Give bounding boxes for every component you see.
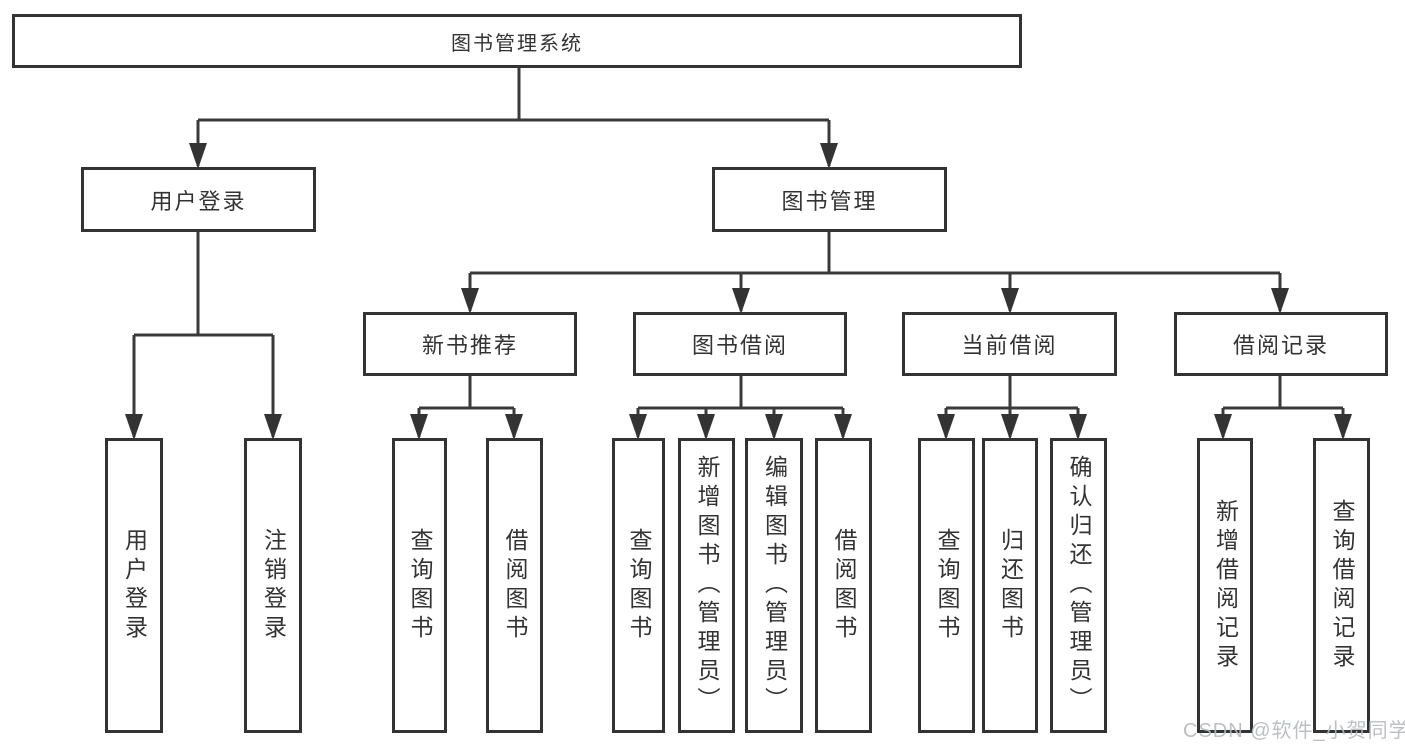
- node-user-login-label: 用户登录: [150, 188, 247, 214]
- leaf-query-books-recommend: 查询图书: [392, 438, 447, 733]
- leaf-return-book-label: 归还图书: [997, 527, 1024, 644]
- leaf-confirm-return-admin-label: 确认归还（管理员）: [1066, 455, 1092, 716]
- node-book-management-label: 图书管理: [781, 188, 878, 214]
- leaf-user-login: 用户登录: [105, 438, 163, 733]
- leaf-borrow-books-label: 借阅图书: [831, 527, 857, 644]
- leaf-query-books-recommend-label: 查询图书: [407, 527, 433, 644]
- node-book-borrow-label: 图书借阅: [691, 333, 788, 358]
- leaf-add-book-admin: 新增图书（管理员）: [678, 438, 735, 733]
- csdn-watermark: CSDN @软件_小贺同学: [1183, 720, 1405, 742]
- node-borrow-records: 借阅记录: [1174, 312, 1388, 376]
- leaf-logout-login-label: 注销登录: [260, 527, 287, 644]
- leaf-query-borrow-record-label: 查询借阅记录: [1329, 498, 1355, 673]
- leaf-query-borrow-record: 查询借阅记录: [1313, 438, 1370, 733]
- leaf-edit-book-admin-label: 编辑图书（管理员）: [761, 455, 788, 716]
- leaf-add-borrow-record: 新增借阅记录: [1197, 438, 1253, 733]
- node-current-borrow: 当前借阅: [902, 312, 1117, 376]
- leaf-edit-book-admin: 编辑图书（管理员）: [745, 438, 803, 733]
- node-new-book-recommend-label: 新书推荐: [421, 333, 518, 358]
- node-book-borrow: 图书借阅: [633, 312, 847, 376]
- node-new-book-recommend: 新书推荐: [363, 312, 577, 376]
- arrowheads: [125, 143, 1352, 440]
- leaf-logout-login: 注销登录: [244, 438, 302, 733]
- leaf-query-books-current: 查询图书: [918, 438, 975, 733]
- node-borrow-records-label: 借阅记录: [1232, 333, 1329, 358]
- leaf-confirm-return-admin: 确认归还（管理员）: [1050, 438, 1107, 733]
- leaf-add-borrow-record-label: 新增借阅记录: [1212, 498, 1239, 673]
- node-root-label: 图书管理系统: [451, 32, 583, 55]
- leaf-borrow-books-recommend-label: 借阅图书: [502, 527, 528, 644]
- node-current-borrow-label: 当前借阅: [961, 333, 1058, 358]
- leaf-query-books-current-label: 查询图书: [934, 527, 960, 644]
- leaf-borrow-books-recommend: 借阅图书: [486, 438, 543, 733]
- leaf-query-books-borrow: 查询图书: [612, 438, 665, 733]
- leaf-query-books-borrow-label: 查询图书: [626, 527, 652, 644]
- leaf-user-login-label: 用户登录: [121, 527, 148, 644]
- leaf-add-book-admin-label: 新增图书（管理员）: [694, 455, 720, 716]
- node-user-login: 用户登录: [81, 167, 316, 232]
- node-root-system: 图书管理系统: [12, 14, 1022, 68]
- leaf-return-book: 归还图书: [982, 438, 1038, 733]
- node-book-management: 图书管理: [712, 167, 947, 232]
- leaf-borrow-books: 借阅图书: [815, 438, 872, 733]
